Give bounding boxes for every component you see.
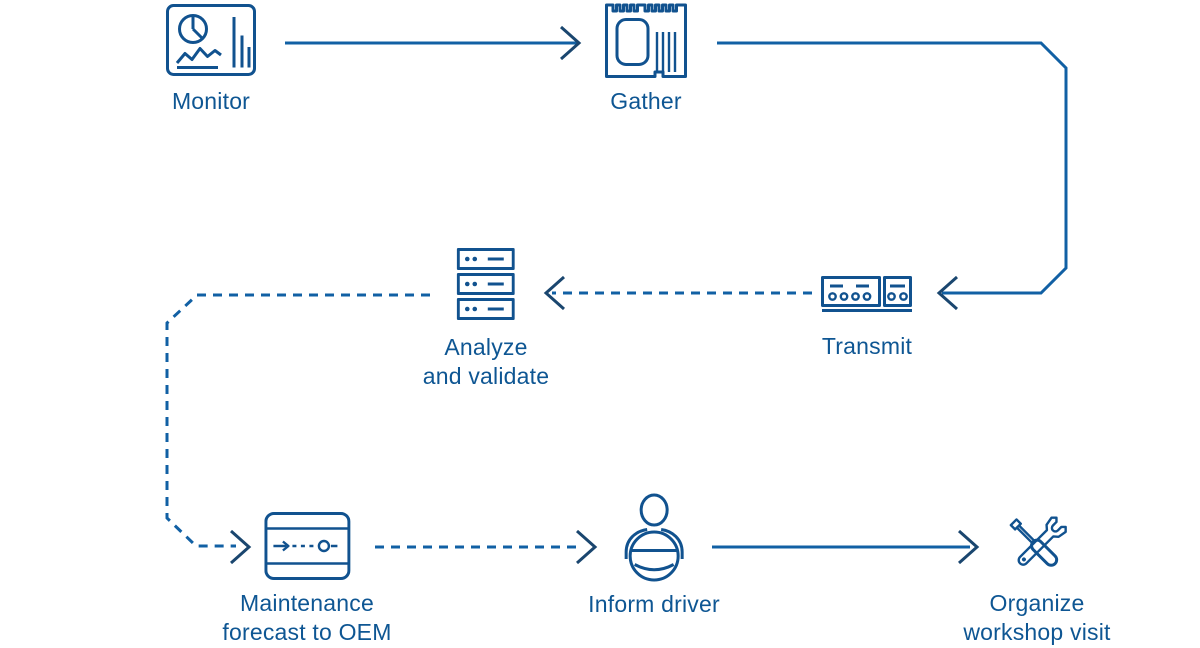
arrowhead-right-icon: [230, 529, 252, 565]
telematics-module-icon: [821, 276, 912, 312]
server-stack-icon: [456, 248, 515, 320]
node-label-line2: forecast to OEM: [222, 619, 392, 645]
workshop-tools-icon: [1009, 516, 1067, 567]
node-label: Monitor: [171, 88, 251, 114]
node-label-line2: and validate: [422, 363, 550, 389]
maintenance-timeline-icon: [263, 512, 350, 580]
node-maintenance: Maintenance forecast to OEM: [222, 512, 391, 647]
arrowhead-right-icon: [576, 529, 598, 565]
screwdriver-icon: [1009, 518, 1058, 567]
driver-steering-wheel-icon: [624, 493, 684, 582]
edge-analyze-maintenance: [165, 293, 430, 548]
node-workshop: Organize workshop visit: [963, 511, 1110, 647]
monitor-dashboard-icon: [166, 4, 256, 76]
node-label: Transmit: [821, 333, 913, 359]
edge-gather-transmit: [717, 41, 1068, 295]
dashed-edges: [165, 291, 812, 549]
arrowheads: [230, 25, 980, 565]
node-label: Organize: [989, 590, 1085, 616]
node-analyze: Analyze and validate: [423, 248, 549, 391]
arrowhead-left-icon: [936, 275, 958, 311]
node-label: Analyze: [444, 334, 528, 360]
solid-edges: [285, 41, 1068, 549]
wrench-icon: [1017, 516, 1067, 566]
arrowhead-right-icon: [560, 25, 582, 61]
control-unit-icon: [605, 3, 687, 78]
node-label: Maintenance: [240, 590, 374, 616]
node-label: Inform driver: [588, 591, 720, 617]
node-transmit: Transmit: [821, 276, 913, 361]
node-monitor: Monitor: [166, 4, 256, 116]
arrowhead-left-icon: [543, 275, 565, 311]
node-label: Gather: [610, 88, 682, 114]
arrowhead-right-icon: [958, 529, 980, 565]
node-driver: Inform driver: [588, 493, 720, 619]
node-label-line2: workshop visit: [963, 619, 1111, 645]
node-gather: Gather: [605, 2, 687, 116]
